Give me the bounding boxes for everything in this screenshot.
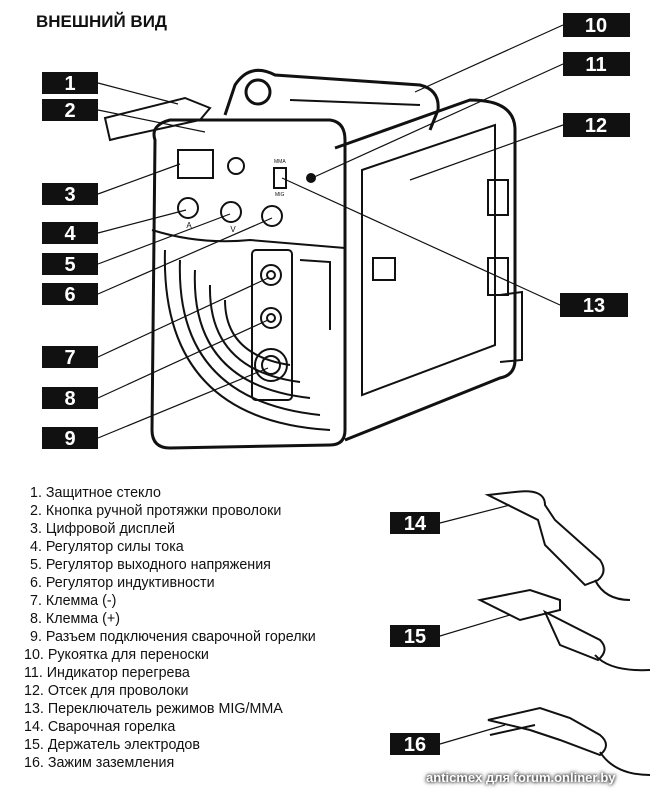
leader-lines xyxy=(97,24,564,745)
svg-text:V: V xyxy=(230,225,236,234)
callout-3: 3 xyxy=(42,183,98,206)
callout-10: 10 xyxy=(563,13,630,37)
callout-11: 11 xyxy=(563,52,630,76)
svg-text:13: 13 xyxy=(583,295,605,317)
svg-text:8: 8 xyxy=(64,388,75,410)
legend-item: 4. Регулятор силы тока xyxy=(30,539,184,555)
svg-text:MIG: MIG xyxy=(275,192,285,198)
page-title: ВНЕШНИЙ ВИД xyxy=(36,12,168,31)
svg-text:14: 14 xyxy=(404,513,427,535)
svg-text:15: 15 xyxy=(404,626,426,648)
ground-clamp xyxy=(487,706,651,776)
legend-item: 1. Защитное стекло xyxy=(30,485,161,501)
callout-1: 1 xyxy=(42,72,98,95)
callout-15: 15 xyxy=(390,625,440,648)
svg-text:12: 12 xyxy=(585,115,607,137)
callout-9: 9 xyxy=(42,427,98,450)
callout-12: 12 xyxy=(563,113,630,137)
legend-item: 10. Рукоятка для переноски xyxy=(24,647,209,663)
legend-item: 6. Регулятор индуктивности xyxy=(30,575,215,591)
svg-text:9: 9 xyxy=(64,428,75,450)
legend-item: 3. Цифровой дисплей xyxy=(30,521,175,537)
svg-text:16: 16 xyxy=(404,734,426,756)
legend-item: 5. Регулятор выходного напряжения xyxy=(30,557,271,573)
svg-text:MMA: MMA xyxy=(274,159,286,165)
callout-5: 5 xyxy=(42,253,98,276)
svg-text:11: 11 xyxy=(585,54,606,76)
svg-text:4: 4 xyxy=(64,223,76,245)
callout-14: 14 xyxy=(390,512,440,535)
svg-text:2: 2 xyxy=(64,100,75,122)
legend-item: 7. Клемма (-) xyxy=(30,593,117,609)
parts-legend: 1. Защитное стекло 2. Кнопка ручной прот… xyxy=(24,484,316,772)
svg-text:7: 7 xyxy=(64,347,75,369)
svg-text:A: A xyxy=(186,221,192,230)
callout-labels: 1 2 3 4 5 6 7 8 9 10 11 12 13 14 15 16 xyxy=(42,13,630,756)
legend-item: 13. Переключатель режимов MIG/MMA xyxy=(24,701,283,717)
callout-8: 8 xyxy=(42,387,98,410)
accessories xyxy=(476,490,651,776)
welder-body xyxy=(103,68,523,450)
welding-torch xyxy=(484,490,631,601)
legend-item: 15. Держатель электродов xyxy=(24,737,200,753)
legend-item: 14. Сварочная горелка xyxy=(24,719,176,735)
electrode-holder xyxy=(476,588,651,672)
legend-item: 16. Зажим заземления xyxy=(24,755,175,771)
legend-item: 11. Индикатор перегрева xyxy=(24,665,190,681)
callout-13: 13 xyxy=(560,293,628,317)
legend-item: 9. Разъем подключения сварочной горелки xyxy=(30,629,316,645)
legend-item: 2. Кнопка ручной протяжки проволоки xyxy=(30,503,282,519)
callout-6: 6 xyxy=(42,283,98,306)
svg-text:10: 10 xyxy=(585,15,607,37)
panel-markings: MMA MIG A V xyxy=(186,159,286,234)
callout-2: 2 xyxy=(42,99,98,122)
svg-text:1: 1 xyxy=(64,73,75,95)
svg-text:5: 5 xyxy=(64,254,75,276)
legend-item: 12. Отсек для проволоки xyxy=(24,683,189,699)
svg-text:3: 3 xyxy=(64,184,75,206)
callout-16: 16 xyxy=(390,733,440,756)
legend-item: 8. Клемма (+) xyxy=(30,611,120,627)
callout-7: 7 xyxy=(42,346,98,369)
watermark: anticmex для forum.onliner.by xyxy=(426,770,616,785)
svg-text:6: 6 xyxy=(64,284,75,306)
callout-4: 4 xyxy=(42,222,98,245)
